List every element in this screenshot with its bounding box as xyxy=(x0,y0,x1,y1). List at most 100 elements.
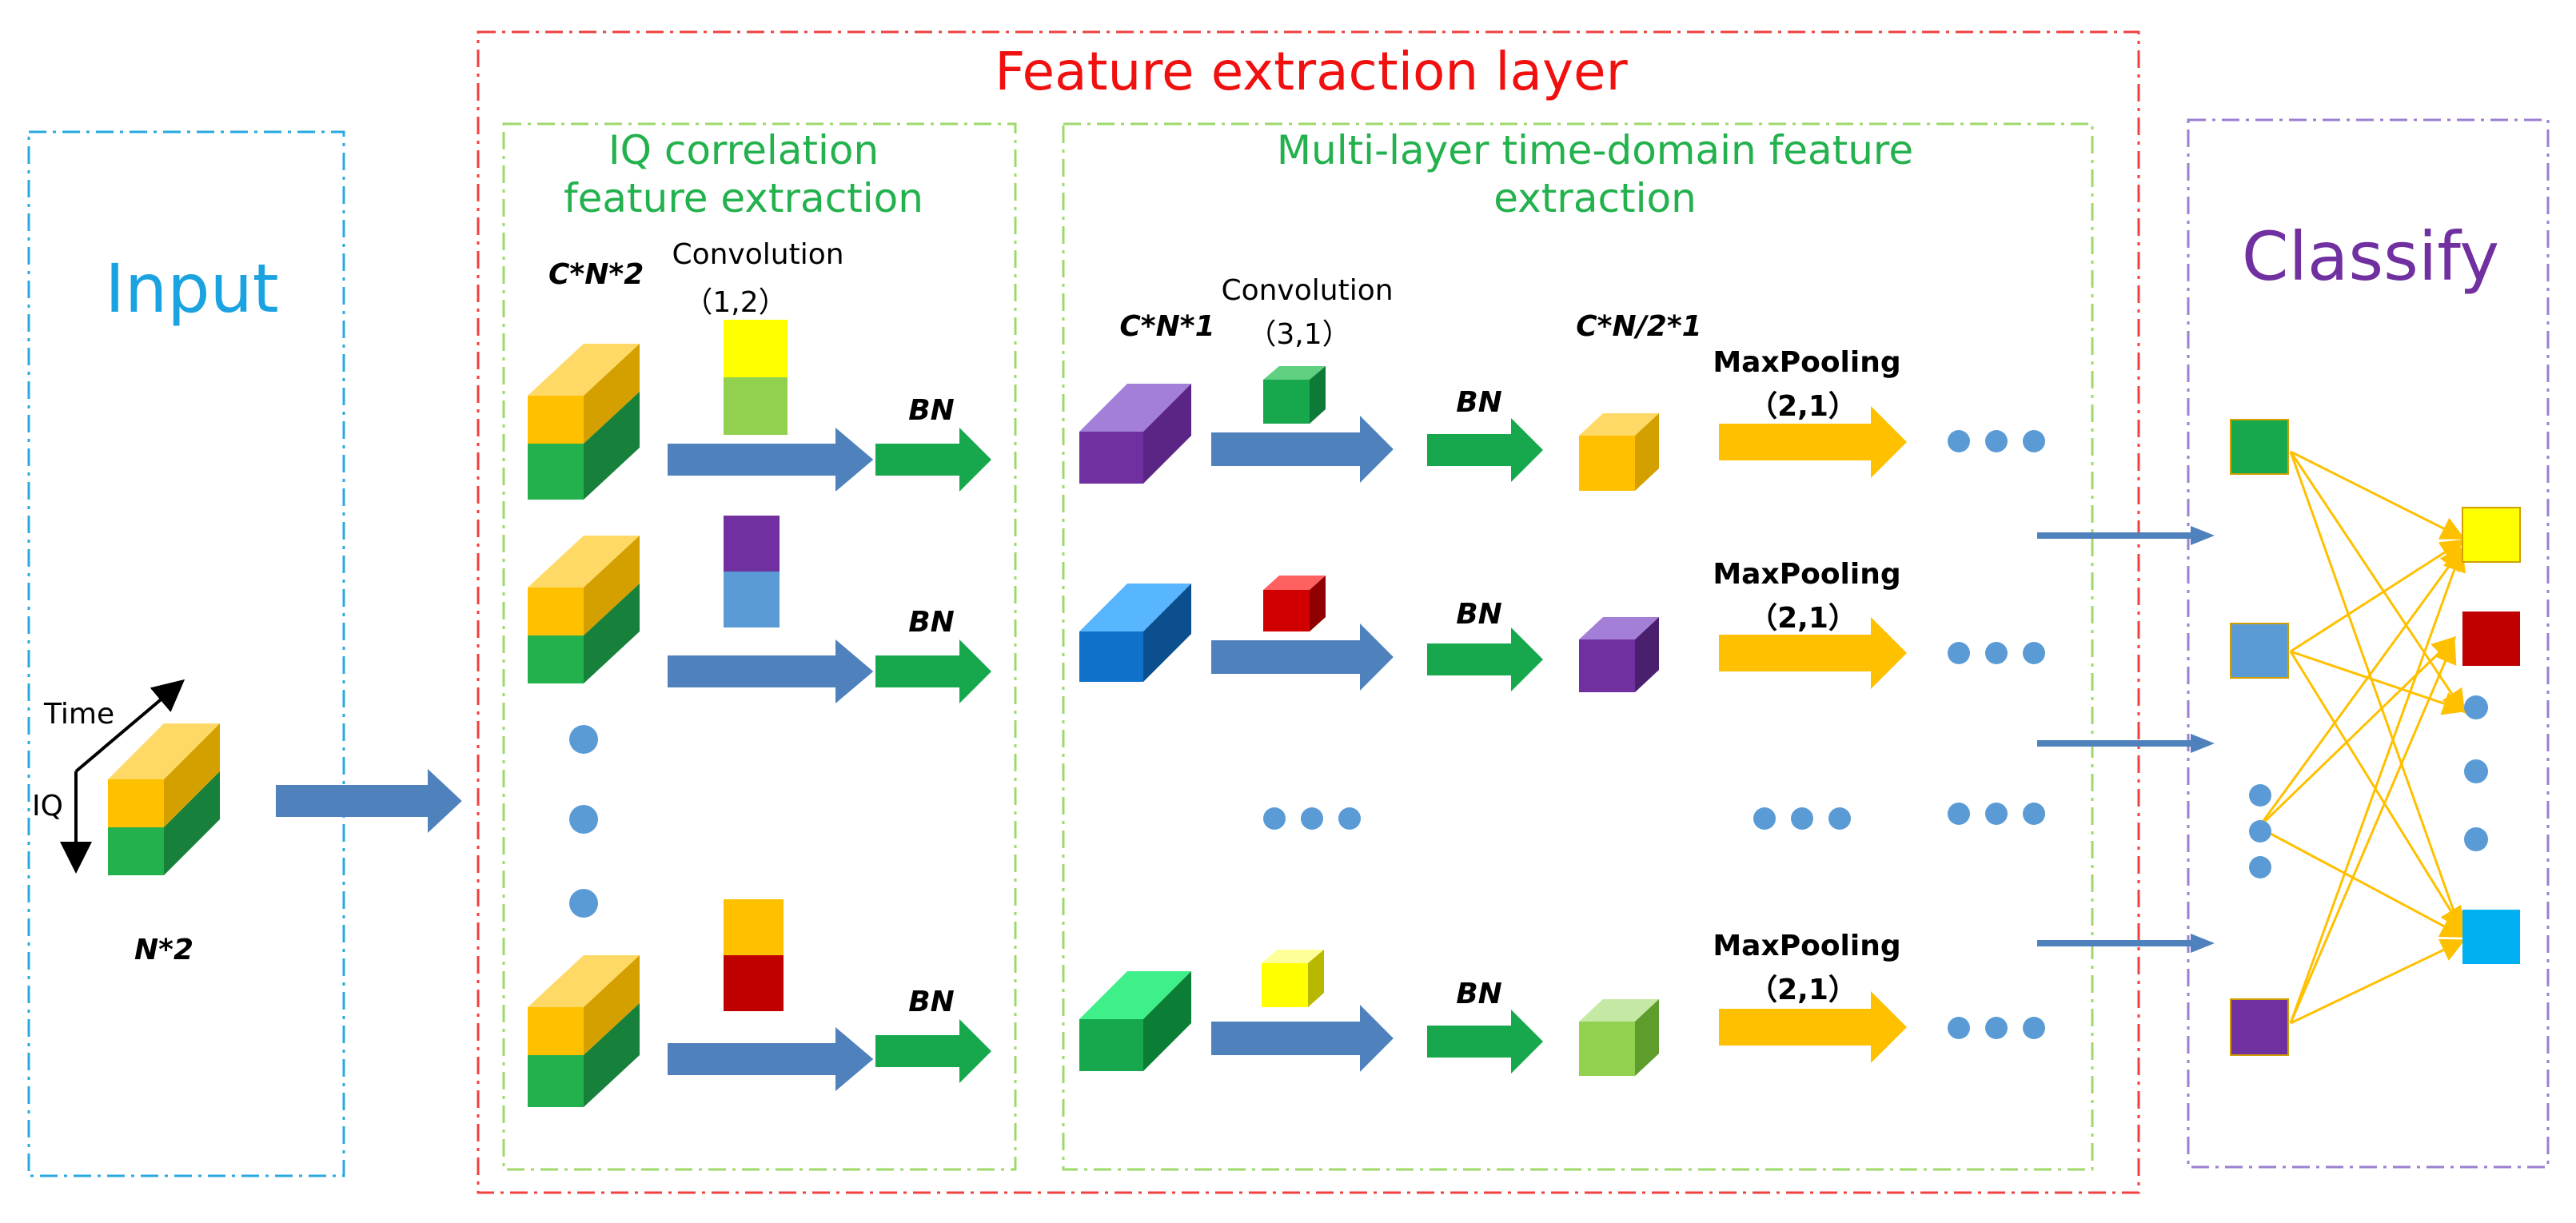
iq-conv-kernel: （1,2） xyxy=(684,286,787,319)
multi-input-cube-2 xyxy=(1079,584,1191,682)
multi-bn-arrow-2 xyxy=(1427,627,1543,691)
classifier-connections xyxy=(2257,450,2467,1025)
iq-title-line1: IQ correlation xyxy=(608,127,879,173)
iq-kernel-2-bottom xyxy=(724,572,780,627)
multi-ellipsis-dot xyxy=(1263,807,1286,830)
iq-ellipsis-dot xyxy=(569,889,598,918)
row-ellipsis-dot xyxy=(2023,642,2045,664)
multi-kernel-cube-1 xyxy=(1263,366,1326,424)
classifier-output-node-1 xyxy=(2462,507,2521,563)
row-ellipsis-dot xyxy=(2023,430,2045,452)
multi-ellipsis-dot xyxy=(1338,807,1361,830)
iq-shape-label: C*N*2 xyxy=(548,258,644,291)
time-label: Time xyxy=(43,698,114,731)
to-classifier-arrows xyxy=(2037,526,2215,953)
iq-kernel-2-top xyxy=(724,516,780,572)
iq-conv-arrow-1 xyxy=(668,428,874,492)
input-block: Time IQ N*2 xyxy=(32,679,462,966)
iq-conv-label: Convolution xyxy=(672,238,843,271)
multi-pooled-cube-1 xyxy=(1579,413,1659,491)
iq-kernel-1-top xyxy=(724,320,788,377)
classifier-input-node-3 xyxy=(2230,998,2289,1056)
multi-pool-label-3: MaxPooling xyxy=(1713,930,1900,962)
row-ellipsis-dot xyxy=(2023,803,2045,825)
multi-shape-label-1: C*N*1 xyxy=(1119,310,1214,343)
multi-shape-label-2: C*N/2*1 xyxy=(1576,310,1701,343)
multi-kernel-cube-2 xyxy=(1263,576,1326,631)
multi-input-cube-1 xyxy=(1079,384,1191,484)
row-ellipsis-dot xyxy=(1948,803,1970,825)
multi-pooled-cube-3 xyxy=(1579,999,1659,1076)
multi-ellipsis-dot xyxy=(1753,807,1776,830)
multi-title-line2: extraction xyxy=(1493,175,1697,221)
classifier-output-dot xyxy=(2464,759,2488,783)
iq-bn-label-2: BN xyxy=(908,606,955,639)
multi-input-cube-3 xyxy=(1079,971,1191,1071)
classifier-ellipsis-dot xyxy=(2249,856,2271,878)
row-ellipsis-dot xyxy=(1948,642,1970,664)
input-cube xyxy=(108,723,220,875)
multi-conv-arrow-3 xyxy=(1211,1005,1394,1072)
iq-kernel-3-top xyxy=(724,899,784,955)
multi-pool-label-2: MaxPooling xyxy=(1713,558,1900,591)
multi-kernel-cube-3 xyxy=(1262,950,1324,1007)
iq-kernel-1-bottom xyxy=(724,377,788,435)
multi-ellipsis-dot xyxy=(1791,807,1813,830)
iq-bn-arrow-2 xyxy=(875,639,991,703)
iq-stacked-cube-1 xyxy=(528,344,640,500)
classify-section-border xyxy=(2187,118,2550,1169)
iq-stacked-cube-2 xyxy=(528,536,640,683)
classify-title: Classify xyxy=(2242,217,2499,296)
classifier-output-node-3 xyxy=(2462,910,2520,964)
input-shape-label: N*2 xyxy=(134,934,193,966)
row-ellipsis-dot xyxy=(1985,803,2008,825)
multi-pool-label-1: MaxPooling xyxy=(1713,346,1900,379)
input-section-border xyxy=(27,130,345,1177)
feature-extraction-title: Feature extraction layer xyxy=(995,41,1628,102)
multi-ellipsis-dot xyxy=(1828,807,1851,830)
row-ellipsis-dot xyxy=(1985,642,2008,664)
classifier-input-node-2 xyxy=(2230,623,2289,679)
iq-conv-arrow-3 xyxy=(668,1027,874,1091)
multi-conv-arrow-2 xyxy=(1211,623,1394,691)
iq-subsection-border xyxy=(502,122,1017,1171)
iq-bn-arrow-1 xyxy=(875,428,991,492)
multi-pool-kernel-2: （2,1） xyxy=(1749,602,1857,635)
classifier-ellipsis-dot xyxy=(2249,784,2271,807)
multi-bn-label-2: BN xyxy=(1456,598,1502,631)
row-ellipsis-dot xyxy=(1985,430,2008,452)
iq-bn-label-3: BN xyxy=(908,986,955,1018)
multi-pool-kernel-3: （2,1） xyxy=(1749,974,1857,1006)
multi-bn-arrow-3 xyxy=(1427,1010,1543,1074)
multi-bn-label-1: BN xyxy=(1456,386,1502,419)
multi-subsection-border xyxy=(1062,122,2094,1171)
multi-conv-label: Convolution xyxy=(1221,274,1393,307)
iq-label: IQ xyxy=(32,790,63,823)
row-ellipsis-dot xyxy=(2023,1017,2045,1039)
multi-pooled-cube-2 xyxy=(1579,617,1659,692)
classifier-ellipsis-dot xyxy=(2249,820,2271,843)
feature-section-border xyxy=(477,30,2140,1194)
classifier-output-dot xyxy=(2464,827,2488,851)
input-to-feature-arrow xyxy=(276,769,462,833)
multi-conv-arrow-1 xyxy=(1211,416,1394,483)
classifier-output-dot xyxy=(2464,695,2488,719)
row-ellipsis-dot xyxy=(1948,430,1970,452)
multi-title-line1: Multi-layer time-domain feature xyxy=(1277,127,1913,173)
multi-bn-arrow-1 xyxy=(1427,418,1543,482)
iq-ellipsis-dot xyxy=(569,725,598,754)
multi-ellipsis-dot xyxy=(1301,807,1323,830)
iq-bn-label-1: BN xyxy=(908,394,955,427)
time-axis-arrow xyxy=(74,679,185,773)
iq-stacked-cube-3 xyxy=(528,955,640,1107)
row-ellipsis-dot xyxy=(1985,1017,2008,1039)
multi-conv-kernel: （3,1） xyxy=(1247,318,1350,351)
multi-bn-label-3: BN xyxy=(1456,978,1502,1010)
classifier-output-node-2 xyxy=(2462,612,2520,666)
iq-bn-arrow-3 xyxy=(875,1019,991,1083)
iq-kernel-3-bottom xyxy=(724,955,784,1011)
iq-title-line2: feature extraction xyxy=(564,175,923,221)
classifier-input-node-1 xyxy=(2230,419,2289,475)
multi-pool-kernel-1: （2,1） xyxy=(1749,390,1857,423)
